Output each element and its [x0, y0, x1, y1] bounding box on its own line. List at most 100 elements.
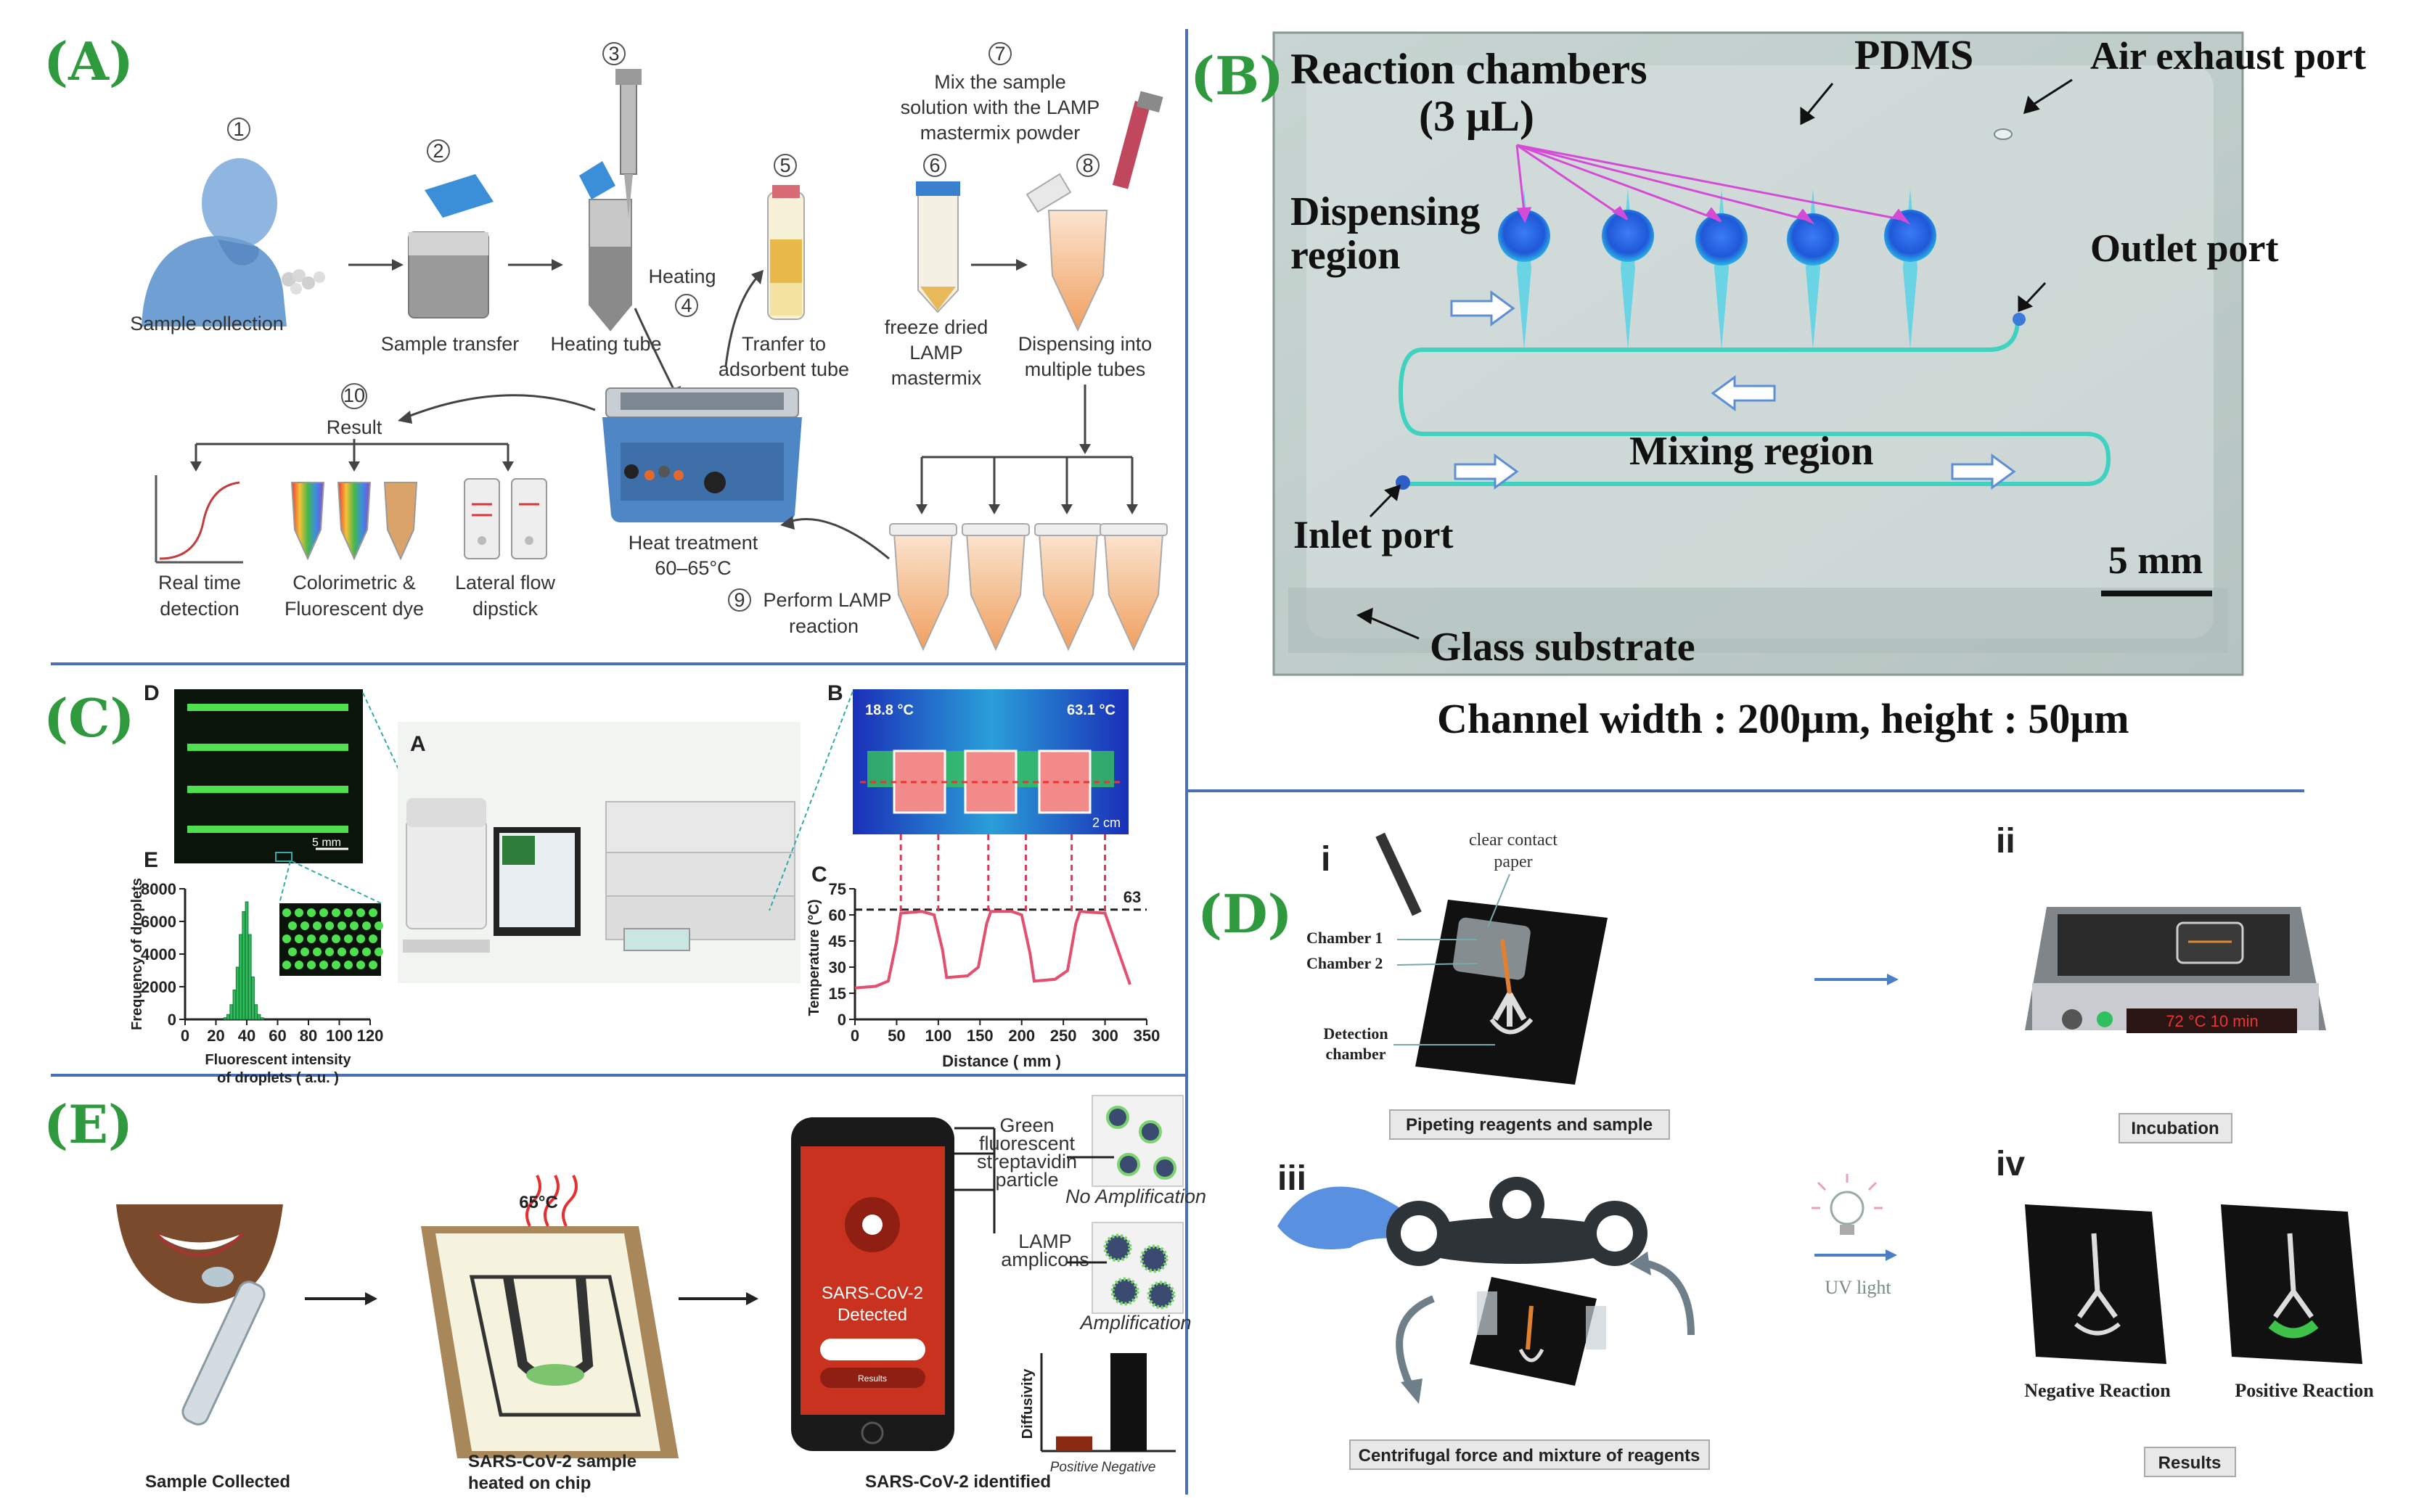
droplet-dot: [282, 934, 291, 943]
sample-collected-label: Sample Collected: [145, 1472, 290, 1492]
histogram-bar: [242, 911, 246, 1020]
droplet-dot: [295, 908, 303, 917]
panel-d-label: (D): [1198, 883, 1293, 945]
panel-b-label: (B): [1190, 45, 1284, 107]
droplet-dot: [313, 921, 322, 930]
droplet-dot: [350, 921, 359, 930]
svg-text:1: 1: [233, 118, 244, 140]
svg-text:10: 10: [343, 385, 365, 406]
step-iii-label: iii: [1277, 1159, 1306, 1198]
flow-arrows: [1450, 290, 2016, 490]
lateral-line1: Lateral flow: [455, 572, 556, 593]
dispense-tube-icon: [1026, 91, 1163, 332]
negative-chip: [2025, 1204, 2166, 1364]
y-tick-label: 30: [829, 958, 846, 977]
category-label: Positive: [1050, 1460, 1099, 1475]
phone-results-button: Results: [858, 1373, 887, 1384]
dispensing-line2: region: [1290, 233, 1400, 278]
droplet-dot: [374, 948, 383, 956]
svg-text:6: 6: [929, 155, 940, 176]
droplet-dot: [288, 948, 297, 956]
droplet-dot: [325, 921, 334, 930]
particles-no-amp: [1092, 1095, 1184, 1187]
mixing-region-label: Mixing region: [1629, 429, 1874, 474]
green-line4: particle: [995, 1169, 1058, 1191]
exhaust-port-marker: [1994, 128, 2013, 140]
y-tick-label: 8000: [141, 880, 176, 898]
particles-amp: [1092, 1222, 1184, 1314]
step-6-badge: 6: [923, 154, 946, 177]
step-1-badge: 1: [227, 118, 250, 141]
heated-line2: heated on chip: [468, 1474, 591, 1493]
droplet-dot: [282, 908, 291, 917]
subpanel-e-label: E: [144, 848, 158, 872]
outlet-port-marker: [2013, 313, 2026, 326]
freeze-label-line2: LAMP: [909, 342, 963, 363]
uv-label: UV light: [1825, 1277, 1891, 1298]
droplet-dot: [356, 961, 365, 969]
x-axis-label: of droplets ( a.u. ): [217, 1070, 339, 1086]
green-line3: streptavidin: [977, 1151, 1077, 1172]
x-tick-label: 60: [269, 1027, 286, 1045]
inlet-port-label: Inlet port: [1293, 513, 1454, 556]
droplet-dot: [325, 948, 334, 956]
droplet-dot: [362, 948, 371, 956]
panel-e-label: (E): [44, 1093, 133, 1155]
droplet-dot: [295, 961, 303, 969]
histogram-bar: [229, 1004, 234, 1020]
mix-label-line2: solution with the LAMP: [901, 96, 1100, 118]
green-line2: fluorescent: [979, 1133, 1076, 1154]
step-8-badge: 8: [1076, 154, 1100, 177]
svg-text:8: 8: [1082, 155, 1093, 176]
heat-treatment-line2: 60–65°C: [655, 557, 731, 579]
scale-label: 5 mm: [2108, 538, 2203, 582]
temp-low-label: 18.8 °C: [865, 702, 914, 718]
perform-lamp-line2: reaction: [789, 615, 859, 637]
centrifuge-spinner: [1277, 1177, 1695, 1404]
scale-b-label: 2 cm: [1092, 815, 1121, 830]
green-line1: Green: [999, 1114, 1054, 1136]
lamp-line1: LAMP: [1018, 1230, 1072, 1252]
histogram-bar: [235, 966, 240, 1020]
freeze-dried-tube-icon: [916, 181, 960, 313]
y-tick-label: 6000: [141, 913, 176, 931]
realtime-line1: Real time: [158, 572, 241, 593]
phone-title-line1: SARS-CoV-2: [822, 1283, 923, 1303]
panel-a: (A) 1 Sample collection 2: [44, 30, 1168, 652]
svg-text:3: 3: [608, 43, 619, 65]
mix-label-line1: Mix the sample: [934, 71, 1066, 93]
histogram-bar: [247, 934, 252, 1020]
sample-cup-icon: [408, 174, 494, 319]
subpanel-b-label: B: [827, 681, 843, 705]
droplet-dot: [319, 934, 328, 943]
thermal-hotspots: [860, 749, 1121, 814]
incubation-caption: Incubation: [2131, 1119, 2219, 1138]
caption-box-ii: [2119, 1113, 2232, 1143]
x-tick-label: 100: [925, 1027, 951, 1045]
droplet-dot: [350, 948, 359, 956]
droplet-dot: [300, 948, 309, 956]
air-exhaust-label: Air exhaust port: [2090, 34, 2366, 78]
colorimetric-tubes-icon: [290, 482, 418, 561]
droplet-dot: [374, 921, 383, 930]
reaction-chambers-line2: (3 μL): [1419, 92, 1534, 140]
dispense-label-line2: multiple tubes: [1025, 358, 1146, 380]
swab-face-icon: [116, 1204, 283, 1426]
x-tick-label: 0: [181, 1027, 189, 1045]
x-tick-label: 80: [300, 1027, 317, 1045]
droplet-dots: [282, 908, 383, 969]
step-7-badge: 7: [988, 42, 1012, 65]
step-10-badge: 10: [341, 383, 367, 409]
fluorescence-image: [174, 689, 363, 863]
droplet-dot: [362, 921, 371, 930]
detection-line1: Detection: [1323, 1024, 1388, 1043]
amp-label: Amplification: [1078, 1312, 1191, 1334]
subpanel-a-label: A: [410, 732, 426, 756]
diffusivity-bar: [1056, 1436, 1092, 1451]
histogram-bar: [245, 901, 249, 1020]
droplet-dot: [319, 961, 328, 969]
x-tick-label: 150: [967, 1027, 994, 1045]
